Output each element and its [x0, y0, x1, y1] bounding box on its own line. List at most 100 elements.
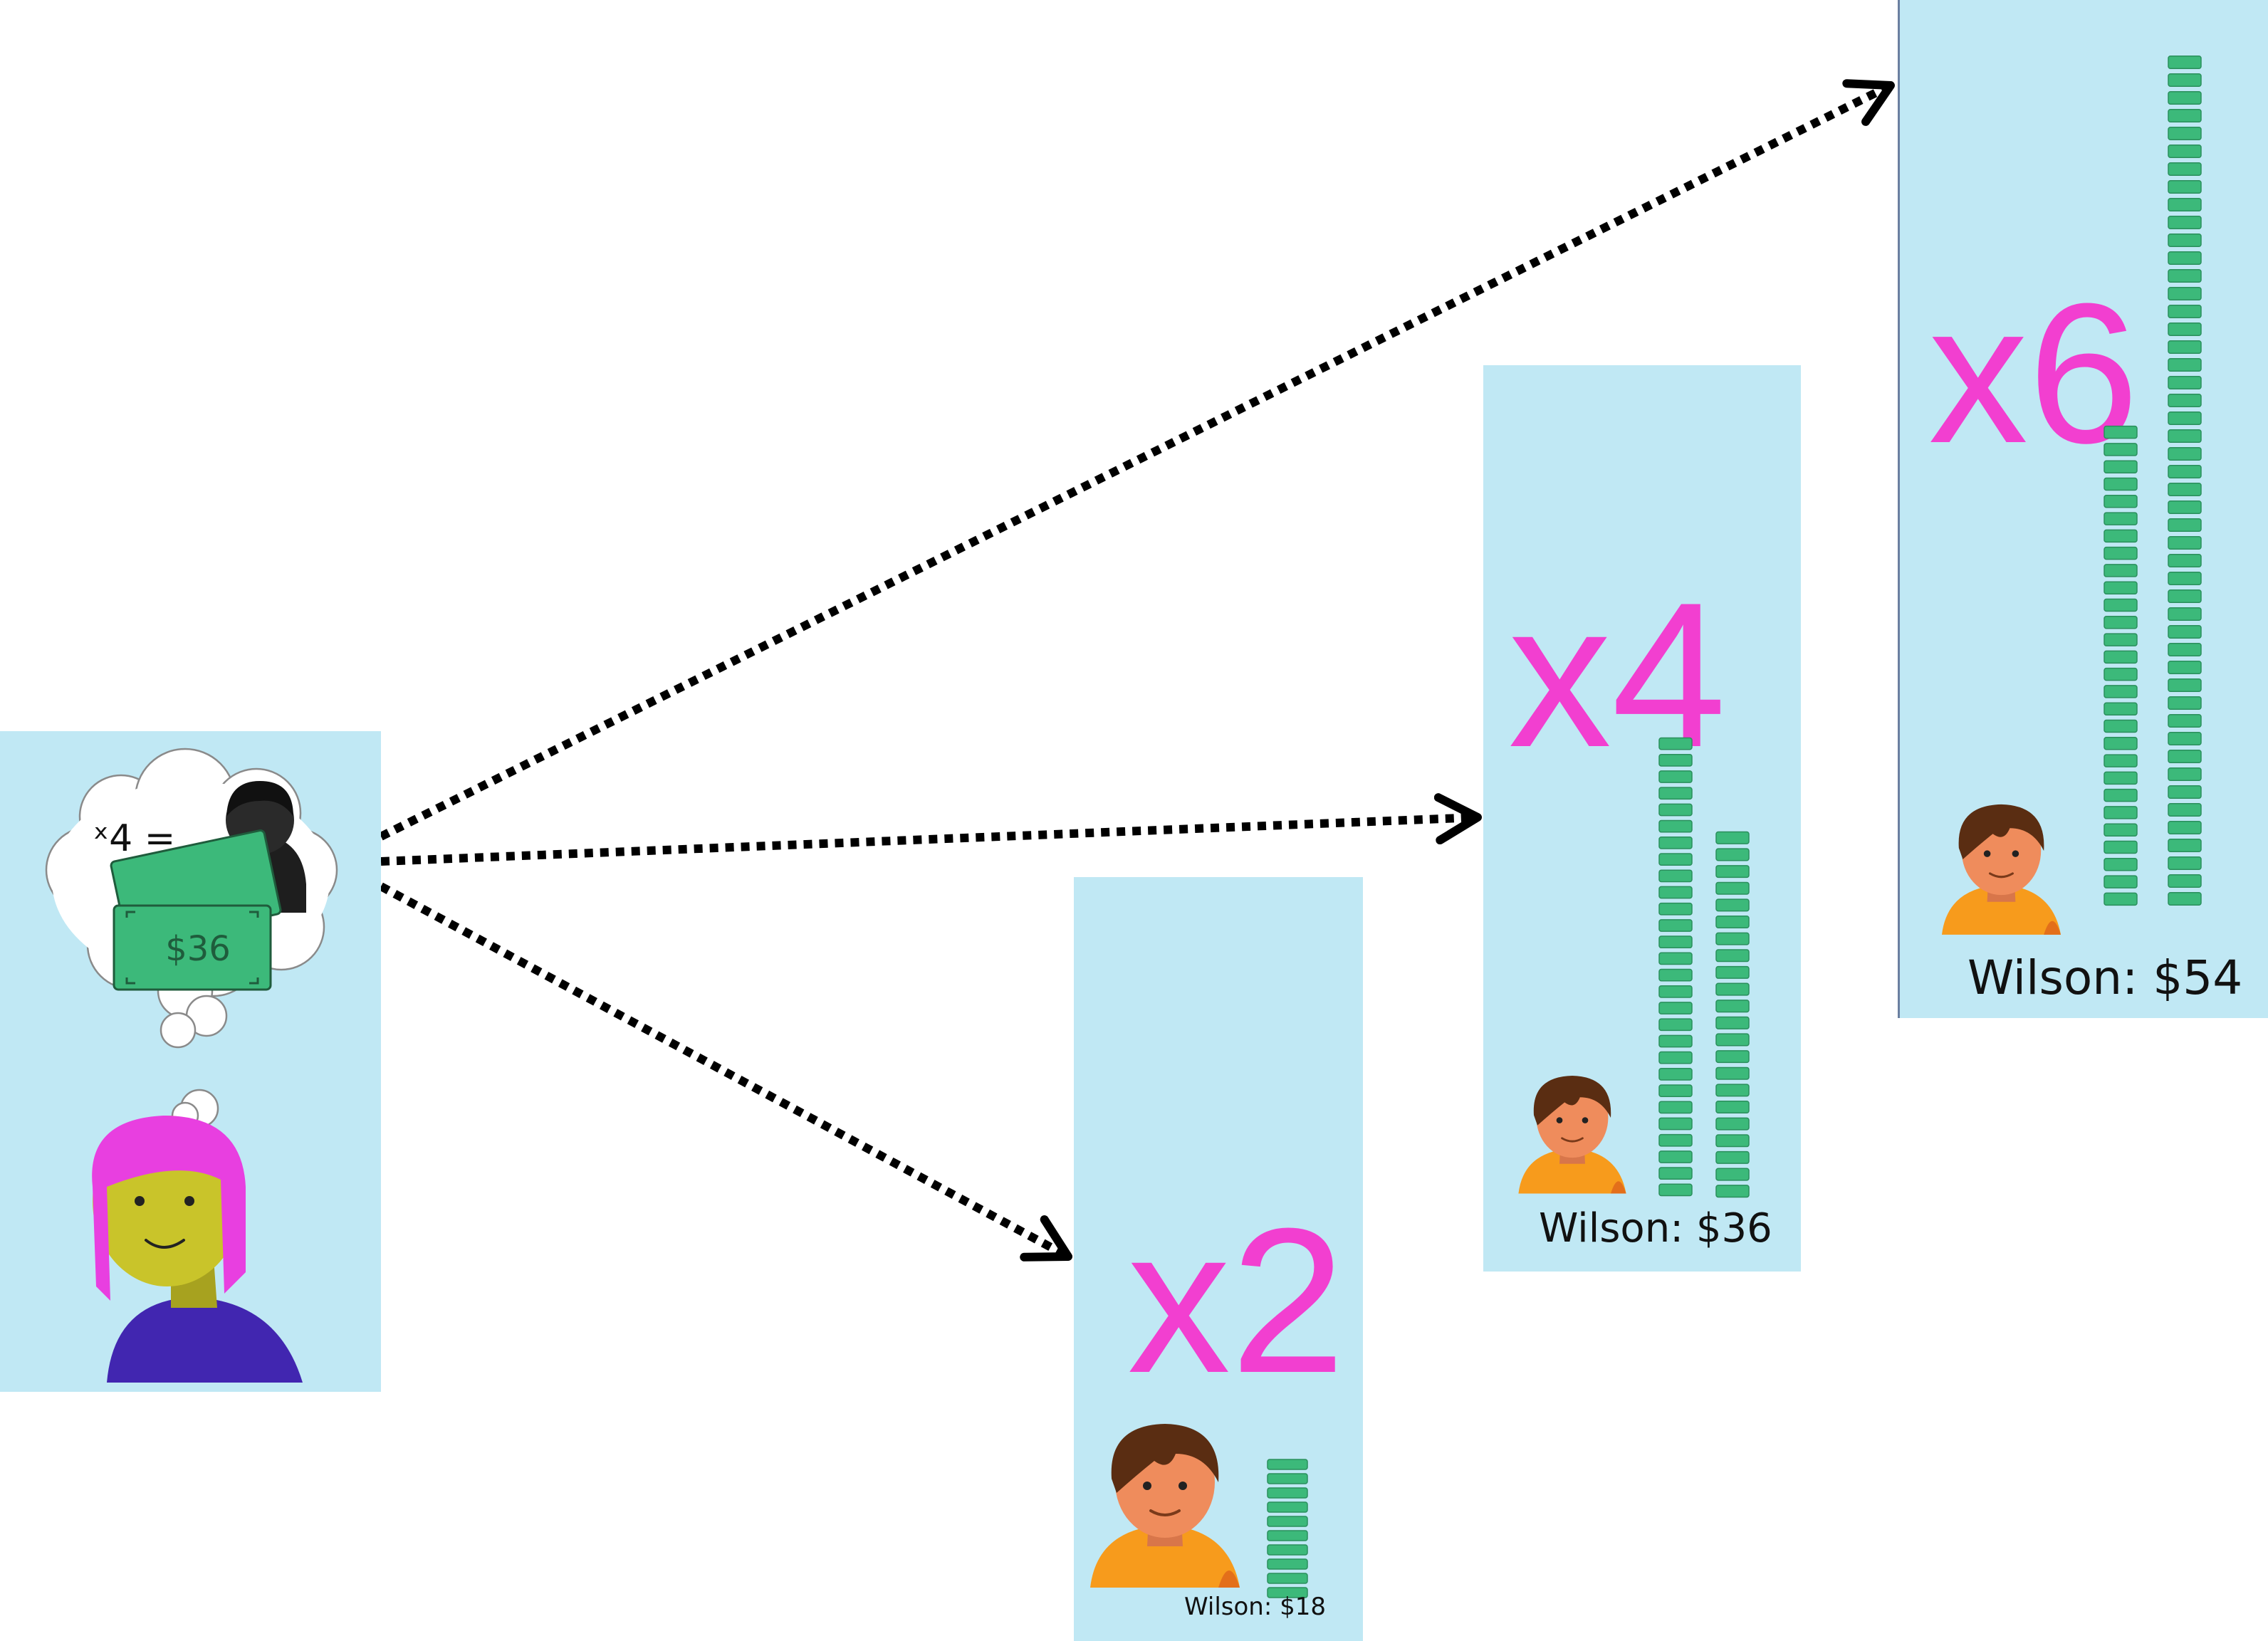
stack-bill [2168, 145, 2202, 158]
multiplier-label: x6 [1928, 263, 2139, 485]
stack-bill [1715, 1185, 1750, 1198]
stack-bill [1658, 1068, 1693, 1081]
stack-bill [1715, 1168, 1750, 1181]
stack-bill [2168, 91, 2202, 105]
wilson-caption: Wilson: $54 [1967, 950, 2243, 1005]
stack-bill [1715, 965, 1750, 979]
stack-bill [2168, 216, 2202, 229]
stack-bill [2104, 823, 2138, 837]
stack-bill [1658, 803, 1693, 817]
boy-avatar-icon [1090, 1424, 1240, 1588]
stack-bill [2104, 495, 2138, 508]
stack-bill [2104, 771, 2138, 785]
stack-bill [1715, 831, 1750, 844]
stack-bill [1658, 1034, 1693, 1048]
money-stack-icon [1658, 737, 1693, 1197]
wilson-caption: Wilson: $18 [1184, 1593, 1326, 1621]
stack-bill [1715, 1150, 1750, 1164]
stack-bill [1267, 1487, 1308, 1499]
stack-bill [2168, 500, 2202, 514]
stack-bill [1715, 1084, 1750, 1097]
outcome-panel-x2: x2 Wilson: $18 [1074, 877, 1363, 1641]
stack-bill [1715, 848, 1750, 861]
stack-bill [2168, 821, 2202, 834]
stack-bill [2104, 546, 2138, 560]
stack-bill [1658, 1051, 1693, 1064]
stack-bill [2168, 696, 2202, 710]
stack-bill [1658, 985, 1693, 998]
stack-bill [2168, 518, 2202, 532]
stack-bill [1658, 837, 1693, 849]
stack-bill [2104, 598, 2138, 612]
stack-bill [2168, 750, 2202, 763]
stack-bill [2104, 564, 2138, 577]
stack-bill [1658, 1150, 1693, 1163]
stack-bill [1267, 1587, 1308, 1598]
stack-bill [1267, 1530, 1308, 1541]
stack-bill [2104, 477, 2138, 491]
stack-bill [2168, 767, 2202, 781]
stack-bill [2104, 840, 2138, 854]
girl-thinking-panel: $36 ˣ4 = [0, 731, 381, 1392]
stack-bill [2104, 650, 2138, 664]
stack-bill [1658, 853, 1693, 866]
thought-equation: ˣ4 = [93, 817, 175, 860]
stack-bill [2104, 737, 2138, 750]
stack-bill [2168, 73, 2202, 87]
stack-bill [1267, 1544, 1308, 1556]
stack-bill [2168, 536, 2202, 550]
stack-bill [2168, 554, 2202, 567]
stack-bill [1267, 1459, 1308, 1470]
stack-bill [2104, 512, 2138, 525]
stack-bill [2104, 806, 2138, 819]
stack-bill [1715, 982, 1750, 996]
stack-bill [2104, 702, 2138, 715]
stack-bill [2168, 394, 2202, 407]
money-bill-icon [110, 829, 282, 991]
stack-bill [1715, 865, 1750, 879]
multiplier-label: x2 [1127, 1185, 1346, 1416]
stack-bill [1658, 737, 1693, 750]
stack-bill [2104, 875, 2138, 888]
stack-bill [2168, 892, 2202, 906]
stack-bill [1715, 1100, 1750, 1114]
stack-bill [1658, 1167, 1693, 1180]
stack-bill [1715, 1050, 1750, 1064]
stack-bill [1715, 1000, 1750, 1013]
stack-bill [1658, 1183, 1693, 1197]
stack-bill [1715, 915, 1750, 929]
dotted-arrow-icon [380, 793, 1482, 866]
girl-thinking-illustration: $36 ˣ4 = [45, 748, 338, 1383]
stack-bill [1658, 886, 1693, 899]
money-stack-icon [1267, 1459, 1308, 1598]
stack-bill [1715, 949, 1750, 963]
stack-bill [2168, 643, 2202, 656]
stack-bill [2168, 447, 2202, 461]
stack-bill [2168, 785, 2202, 799]
wilson-caption: Wilson: $36 [1539, 1205, 1772, 1252]
outcome-panel-x4: x4 Wilson: $36 [1483, 365, 1801, 1272]
stack-bill [2104, 858, 2138, 871]
stack-bill [2104, 529, 2138, 543]
stack-bill [2104, 788, 2138, 802]
stack-bill [1715, 898, 1750, 912]
stack-bill [1658, 1084, 1693, 1097]
stack-bill [1658, 968, 1693, 982]
boy-avatar-icon [1518, 1075, 1626, 1194]
stack-bill [2168, 661, 2202, 674]
stack-bill [2104, 616, 2138, 629]
stack-bill [2168, 269, 2202, 283]
stack-bill [2168, 856, 2202, 870]
money-stack-icon [2104, 425, 2138, 906]
stack-bill [1658, 902, 1693, 916]
stack-bill [2168, 127, 2202, 140]
stack-bill [1658, 935, 1693, 949]
stack-bill [2104, 633, 2138, 646]
stack-bill [2168, 429, 2202, 443]
stack-bill [2168, 162, 2202, 176]
stack-bill [1658, 1117, 1693, 1131]
outcome-panel-x6: x6 Wilson: $54 [1898, 0, 2268, 1018]
stack-bill [2104, 667, 2138, 681]
stack-bill [1715, 1134, 1750, 1148]
bill-amount-label: $36 [165, 929, 231, 969]
